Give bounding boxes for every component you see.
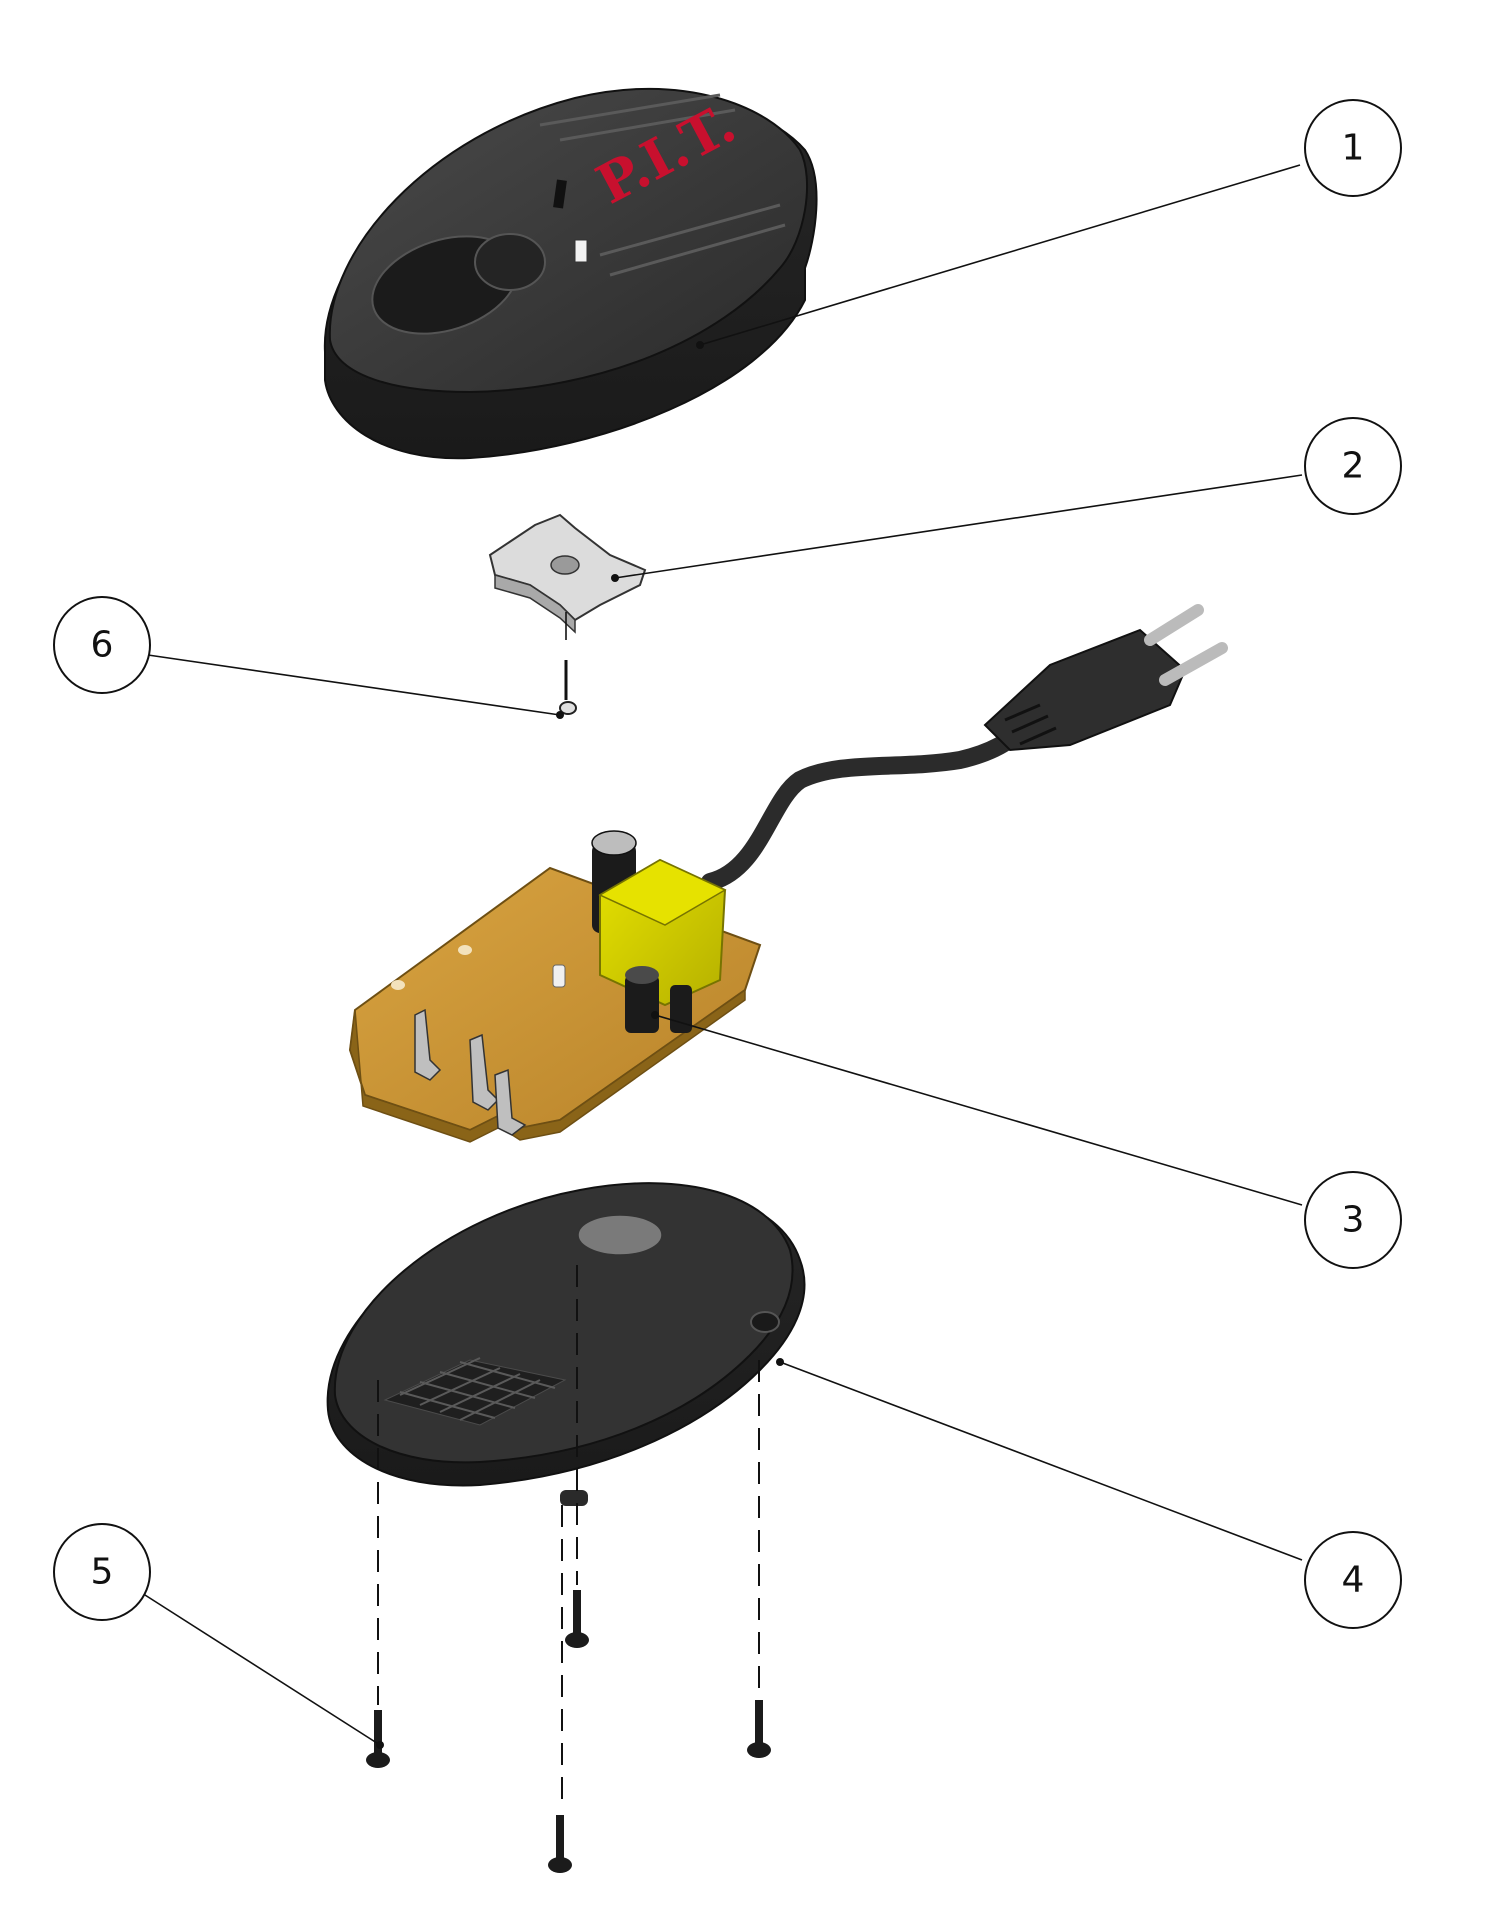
vent-grille [383,1357,567,1426]
battery-contacts [414,1008,527,1136]
callout-5: 5 [53,1523,151,1621]
svg-text:1: 1 [1342,128,1365,169]
callout-4: 4 [1304,1531,1402,1629]
contact-holder [488,513,647,634]
small-screw [559,660,577,715]
power-cord [701,716,1039,891]
callout-6: 6 [53,596,151,694]
leader-lines [144,164,1303,1749]
svg-text:5: 5 [91,1552,114,1593]
power-plug [983,604,1228,752]
assembly-axes [377,1265,760,1810]
top-housing: P.I.T. [323,87,818,460]
svg-text:2: 2 [1342,446,1365,487]
svg-text:3: 3 [1342,1200,1365,1241]
pcb-assembly [348,604,1228,1143]
svg-text:4: 4 [1342,1560,1365,1601]
screw [565,1590,589,1648]
callout-1: 1 [1304,99,1402,197]
callout-2: 2 [1304,417,1402,515]
callout-3: 3 [1304,1171,1402,1269]
base-housing [326,1182,806,1506]
screw [366,1710,390,1768]
screw [747,1700,771,1758]
screw [548,1815,572,1873]
svg-text:6: 6 [91,625,114,666]
base-screws [366,1590,771,1873]
